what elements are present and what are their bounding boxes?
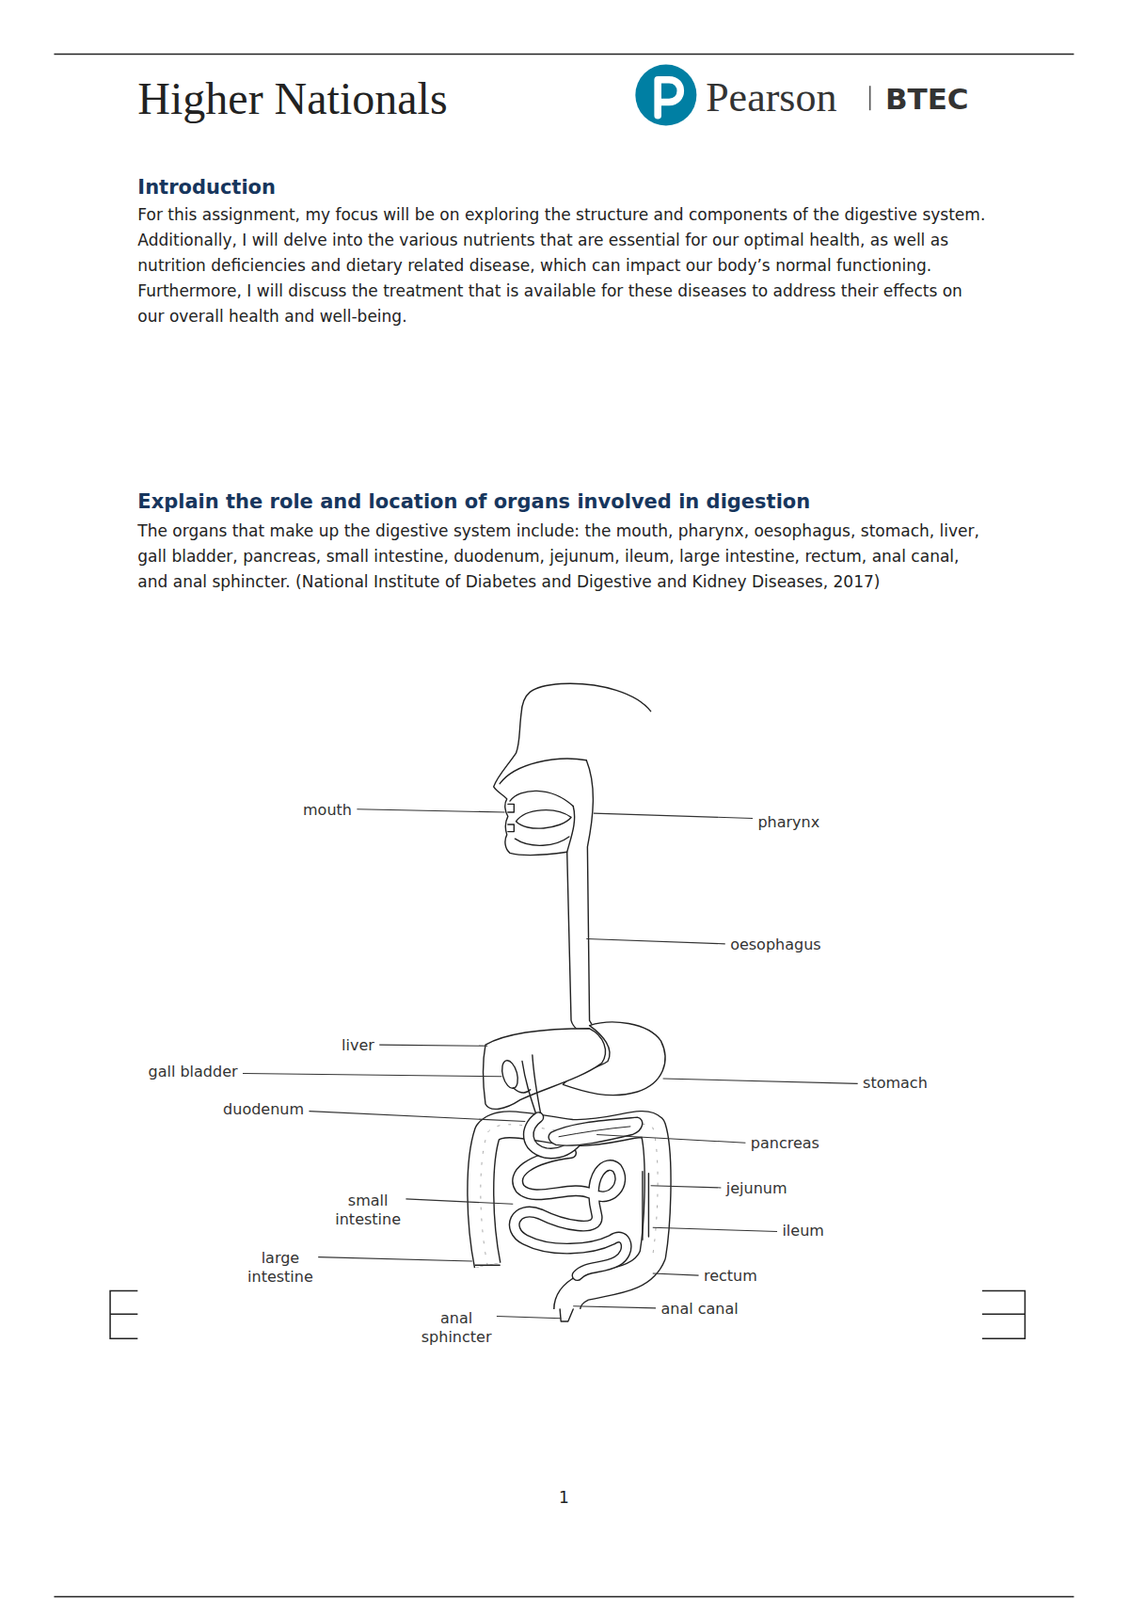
body-paragraph: The organs that make up the digestive sy…	[137, 518, 992, 595]
leader-line	[379, 1044, 488, 1046]
organ-label: ileum	[781, 1221, 824, 1241]
organ-label: pancreas	[750, 1133, 820, 1153]
leader-line	[496, 1316, 561, 1319]
liver-shape	[483, 1028, 606, 1110]
small-intestine-outline	[514, 1152, 627, 1275]
organ-label: mouth	[302, 800, 352, 820]
logo-circle	[635, 63, 697, 126]
organ-label: anal sphincter	[421, 1308, 493, 1347]
bile-ducts	[512, 1054, 541, 1118]
body-paragraph: For this assignment, my focus will be on…	[137, 202, 992, 330]
pancreatic-duct	[558, 1126, 631, 1137]
leader-line	[663, 1078, 859, 1083]
organ-label: oesophagus	[730, 935, 822, 955]
brand-name: Pearson	[705, 73, 837, 123]
leader-lines	[242, 809, 859, 1319]
bottom-rule	[53, 1595, 1074, 1598]
leader-line	[651, 1185, 722, 1188]
head-outline	[493, 683, 652, 856]
page-rules	[53, 54, 1074, 1597]
organ-label: liver	[341, 1035, 375, 1055]
organ-label: stomach	[862, 1073, 928, 1093]
leader-line	[308, 1111, 525, 1122]
pancreas-shape	[548, 1116, 643, 1145]
leader-line	[596, 1134, 746, 1144]
leader-line	[242, 1073, 502, 1077]
logo-mark	[657, 79, 681, 116]
palate	[499, 758, 587, 784]
pearson-logo	[635, 63, 870, 126]
leader-line	[405, 1198, 513, 1204]
tongue	[516, 810, 573, 828]
organ-label: anal canal	[660, 1299, 738, 1319]
digestive-illustration	[475, 683, 666, 1321]
oesophagus-wall	[586, 760, 604, 1029]
organ-label: small intestine	[334, 1191, 401, 1229]
leader-line	[586, 938, 725, 943]
brand-tag: BTEC	[885, 81, 970, 116]
organ-label: pharynx	[757, 812, 820, 832]
oesophagus-wall	[567, 806, 590, 1034]
anal-canal	[559, 1308, 573, 1321]
lower-jaw	[514, 836, 569, 845]
teeth	[508, 803, 515, 831]
small-intestine-fill	[514, 1152, 627, 1275]
organ-label: duodenum	[222, 1099, 304, 1119]
leader-line	[652, 1226, 778, 1231]
leader-line	[356, 809, 505, 812]
colon-end	[475, 1264, 500, 1266]
oral-cavity	[509, 790, 573, 806]
table-fragment	[982, 1289, 1026, 1338]
top-rule	[53, 53, 1074, 56]
leader-line	[572, 1305, 656, 1308]
logo-separator	[869, 85, 872, 111]
jejunum-ileum-marks	[642, 1171, 650, 1241]
section-heading: Introduction	[137, 174, 276, 200]
leader-line	[652, 1272, 700, 1275]
page-number: 1	[558, 1487, 570, 1507]
organ-label: gall bladder	[147, 1062, 238, 1082]
page-title: Higher Nationals	[137, 72, 447, 126]
organ-label: large intestine	[247, 1248, 314, 1287]
leader-line	[318, 1256, 473, 1261]
leader-line	[593, 812, 753, 818]
section-heading: Explain the role and location of organs …	[137, 489, 811, 514]
organ-label: jejunum	[726, 1178, 788, 1198]
organ-label: rectum	[703, 1266, 758, 1286]
table-fragment	[110, 1289, 138, 1338]
gall-bladder-shape	[499, 1058, 522, 1090]
